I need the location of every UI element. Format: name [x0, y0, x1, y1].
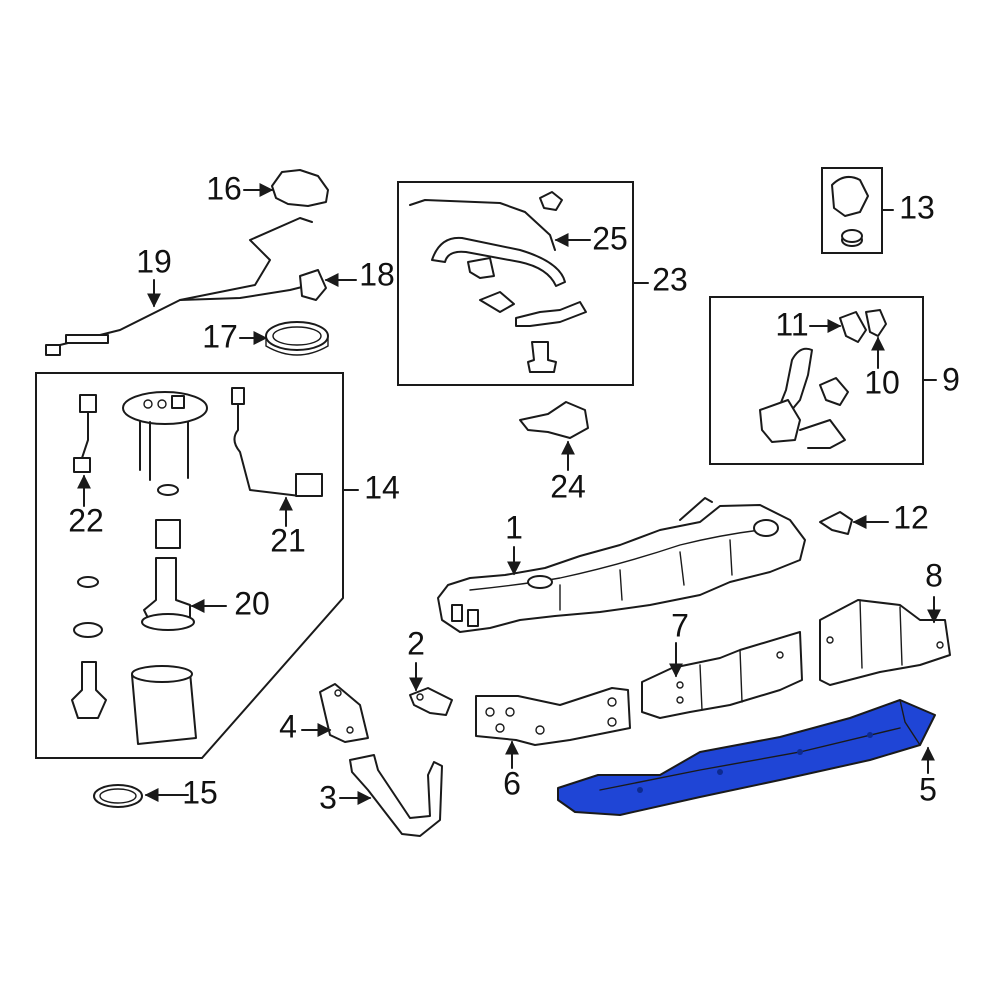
- part-13-fuel-cap[interactable]: [831, 175, 869, 247]
- callout-10: 10: [864, 364, 900, 400]
- callout-7: 7: [671, 607, 689, 643]
- callout-2: 2: [407, 625, 425, 661]
- callout-5: 5: [919, 771, 937, 807]
- callout-4: 4: [279, 708, 297, 744]
- callout-20: 20: [234, 585, 270, 621]
- callout-23: 23: [652, 261, 688, 297]
- group-box-9: [709, 296, 937, 465]
- callout-1: 1: [505, 509, 523, 545]
- part-15-gasket[interactable]: [93, 784, 143, 808]
- callout-24: 24: [550, 468, 586, 504]
- callout-12: 12: [893, 499, 929, 535]
- leader-lines: [77, 183, 941, 805]
- part-3-strap[interactable]: [349, 754, 443, 837]
- part-4-bracket[interactable]: [319, 683, 369, 743]
- group-9-parts[interactable]: [759, 309, 887, 449]
- callout-9: 9: [942, 361, 960, 397]
- callout-8: 8: [925, 557, 943, 593]
- part-5-skid-plate[interactable]: [557, 699, 936, 816]
- callout-19: 19: [136, 243, 172, 279]
- part-8-heat-shield[interactable]: [819, 599, 951, 686]
- callout-16: 16: [206, 170, 242, 206]
- callout-18: 18: [359, 256, 395, 292]
- group-box-23: [397, 181, 649, 386]
- group-14-parts[interactable]: [71, 387, 323, 745]
- callout-17: 17: [202, 318, 238, 354]
- part-19-harness[interactable]: [45, 217, 313, 356]
- part-1-fuel-tank[interactable]: [437, 497, 806, 633]
- callout-3: 3: [319, 779, 337, 815]
- callout-labels: 1 2 3 4 5 6 7 8 9 10 11 12 13 14 15 16 1…: [68, 170, 960, 815]
- part-17-lock-ring[interactable]: [265, 321, 329, 356]
- part-6-cross-member[interactable]: [475, 687, 631, 746]
- part-16-valve[interactable]: [271, 169, 329, 207]
- part-12-clip[interactable]: [819, 511, 853, 535]
- group-box-14: [35, 372, 359, 759]
- part-24-bracket[interactable]: [519, 401, 589, 439]
- part-7-heat-shield[interactable]: [641, 631, 803, 719]
- callout-22: 22: [68, 502, 104, 538]
- callout-25: 25: [592, 220, 628, 256]
- callout-14: 14: [364, 469, 400, 505]
- callout-21: 21: [270, 522, 306, 558]
- group-box-13: [821, 167, 894, 254]
- callout-6: 6: [503, 765, 521, 801]
- part-18-connector[interactable]: [299, 269, 327, 301]
- group-23-parts[interactable]: [409, 191, 587, 373]
- callout-13: 13: [899, 189, 935, 225]
- callout-11: 11: [775, 306, 808, 342]
- callout-15: 15: [182, 774, 218, 810]
- part-2-bracket[interactable]: [409, 687, 453, 716]
